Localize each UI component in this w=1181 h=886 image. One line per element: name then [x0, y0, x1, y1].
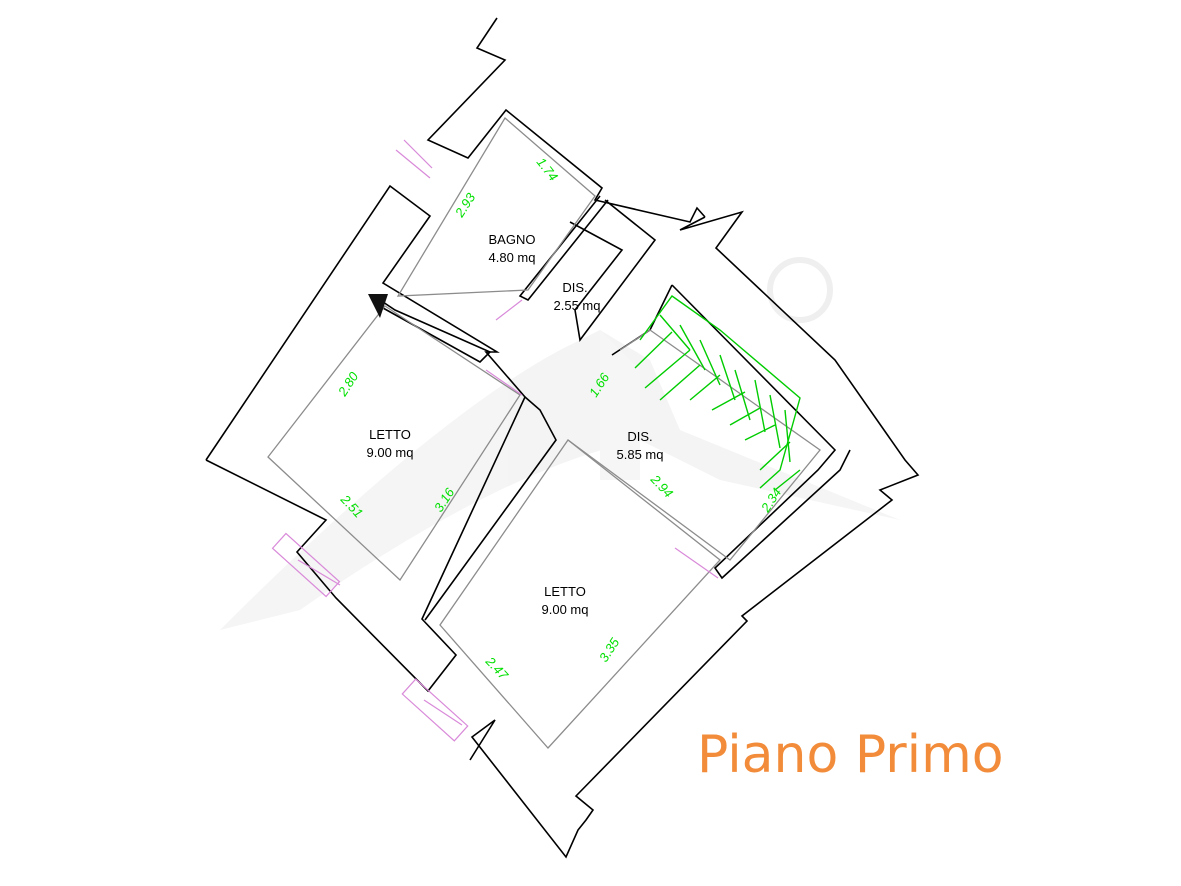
inner-room-lines — [267, 117, 821, 749]
dimension-label: 2.94 — [647, 471, 676, 500]
dimension-label: 1.74 — [534, 155, 561, 184]
room-name-bagno: BAGNO — [489, 232, 536, 247]
dimension-label: 3.35 — [596, 635, 623, 665]
dimension-label: 2.93 — [451, 190, 478, 221]
room-name-letto-2: LETTO — [544, 584, 586, 599]
room-area-letto-1: 9.00 mq — [367, 445, 414, 460]
dimension-label: 2.80 — [334, 369, 361, 400]
watermark-logo — [220, 257, 900, 630]
room-area-dis-2: 5.85 mq — [617, 447, 664, 462]
staircase — [634, 295, 801, 491]
column-marker — [368, 294, 388, 318]
floor-title: Piano Primo — [697, 725, 1004, 785]
openings — [271, 139, 719, 742]
room-area-dis-1: 2.55 mq — [554, 298, 601, 313]
room-area-letto-2: 9.00 mq — [542, 602, 589, 617]
room-area-bagno: 4.80 mq — [489, 250, 536, 265]
room-name-dis-2: DIS. — [627, 429, 652, 444]
room-labels: BAGNO 4.80 mq DIS. 2.55 mq DIS. 5.85 mq … — [367, 232, 664, 617]
room-name-letto-1: LETTO — [369, 427, 411, 442]
room-name-dis-1: DIS. — [562, 280, 587, 295]
